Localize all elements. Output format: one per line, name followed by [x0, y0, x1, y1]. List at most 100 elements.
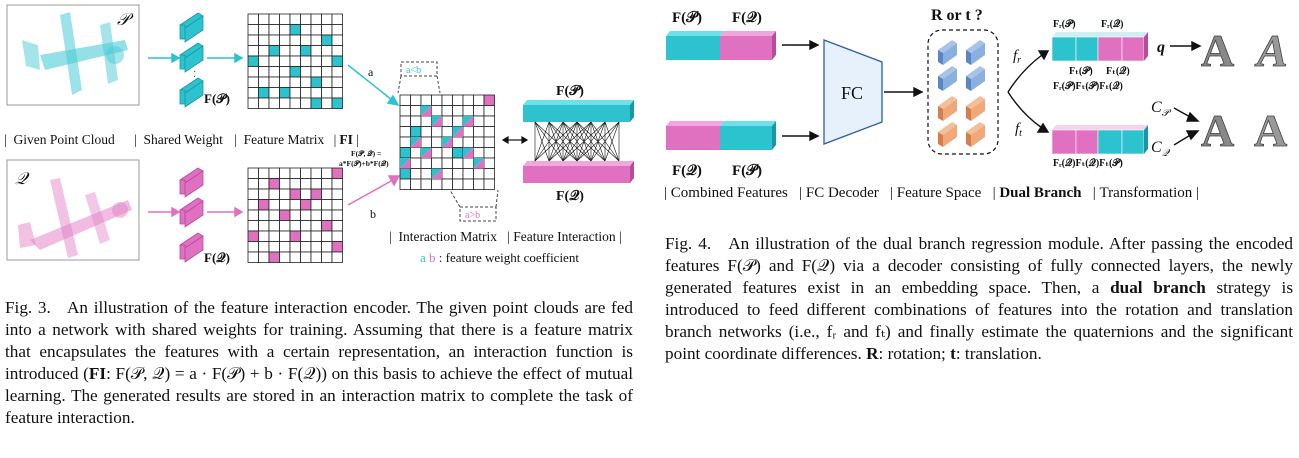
matrix-cell — [289, 45, 301, 57]
fig3-caption-fi: FI — [88, 364, 107, 383]
interaction-bar-q — [523, 161, 634, 183]
matrix-cell — [279, 24, 291, 36]
matrix-cell — [483, 126, 495, 138]
matrix-cell — [310, 66, 322, 78]
matrix-cell — [331, 167, 343, 179]
svg-text:F(𝒫): F(𝒫) — [732, 163, 762, 179]
matrix-cell — [247, 220, 259, 232]
matrix-cell — [279, 55, 291, 67]
feature-cube — [938, 66, 957, 91]
matrix-cell — [268, 209, 280, 221]
fig4-caption-text3: : rotation; — [878, 344, 951, 363]
matrix-cell — [399, 136, 411, 148]
matrix-cell — [483, 115, 495, 127]
matrix-cell — [441, 168, 453, 180]
matrix-cell — [300, 188, 312, 200]
matrix-cell — [420, 94, 432, 106]
fig3-labels-row2: | Interaction Matrix | Feature Interacti… — [389, 229, 622, 244]
svg-text:·: · — [193, 67, 196, 78]
matrix-cell — [399, 178, 411, 190]
matrix-cell — [452, 136, 464, 148]
branch-bar-rotation — [1051, 32, 1148, 62]
svg-text:F(𝒫): F(𝒫) — [672, 10, 702, 26]
matrix-cell — [258, 220, 270, 232]
matrix-cell — [300, 34, 312, 46]
feature-cube — [938, 122, 957, 147]
svg-text:A: A — [1201, 25, 1234, 76]
matrix-cell — [247, 34, 259, 46]
interaction-half-pink — [421, 147, 432, 158]
matrix-cell — [258, 45, 270, 57]
label-combined-features: Combined Features — [670, 185, 788, 201]
matrix-cell — [431, 126, 443, 138]
matrix-cell — [331, 188, 343, 200]
svg-text:F(𝒫): F(𝒫) — [204, 91, 230, 106]
matrix-cell — [247, 209, 259, 221]
matrix-cell — [268, 24, 280, 36]
matrix-cell — [300, 55, 312, 67]
svg-text:Fₜ(𝒬): Fₜ(𝒬) — [1106, 65, 1130, 77]
matrix-cell — [289, 66, 301, 78]
matrix-cell — [462, 157, 474, 169]
matrix-cell — [289, 97, 301, 109]
matrix-cell — [473, 168, 485, 180]
feature-space-box — [927, 29, 999, 155]
feature-matrix-p — [247, 13, 343, 109]
svg-text:a*F(𝒫)+b*F(𝒬): a*F(𝒫)+b*F(𝒬) — [339, 158, 389, 168]
matrix-cell — [310, 220, 322, 232]
matrix-cell — [247, 24, 259, 36]
feature-cube — [966, 66, 985, 91]
matrix-cell — [331, 97, 343, 109]
shared-weight-q — [179, 167, 204, 263]
interaction-half-pink — [400, 158, 411, 169]
matrix-cell — [279, 178, 291, 190]
matrix-cell — [399, 105, 411, 117]
matrix-cell — [410, 115, 422, 127]
matrix-cell — [258, 230, 270, 242]
matrix-cell — [279, 97, 291, 109]
fig4-caption-t: t — [950, 344, 956, 363]
matrix-cell — [300, 209, 312, 221]
matrix-cell — [268, 230, 280, 242]
matrix-cell — [247, 55, 259, 67]
label-given-point-cloud: Given Point Cloud — [13, 132, 115, 147]
matrix-cell — [321, 220, 333, 232]
matrix-cell — [279, 167, 291, 179]
point-cloud-p — [22, 12, 128, 95]
feature-cube — [938, 40, 957, 65]
matrix-cell — [279, 45, 291, 57]
matrix-cell — [300, 251, 312, 263]
matrix-cell — [289, 55, 301, 67]
matrix-cell — [331, 45, 343, 57]
matrix-cell — [331, 251, 343, 263]
matrix-cell — [321, 55, 333, 67]
matrix-cell — [410, 126, 422, 138]
matrix-cell — [310, 178, 322, 190]
matrix-cell — [462, 105, 474, 117]
fig4-caption-text4: : translation. — [955, 344, 1042, 363]
matrix-cell — [289, 178, 301, 190]
matrix-cell — [289, 251, 301, 263]
matrix-cell — [399, 168, 411, 180]
matrix-cell — [268, 66, 280, 78]
matrix-cell — [321, 97, 333, 109]
svg-text:Fᵣ(𝒬)Fₜ(𝒬)Fₜ(𝒫): Fᵣ(𝒬)Fₜ(𝒬)Fₜ(𝒫) — [1053, 157, 1123, 169]
matrix-cell — [420, 136, 432, 148]
fig3-caption-label: Fig. 3. — [5, 298, 51, 317]
matrix-cell — [300, 167, 312, 179]
matrix-cell — [310, 230, 322, 242]
matrix-cell — [310, 199, 322, 211]
svg-text:A: A — [1254, 105, 1287, 156]
matrix-cell — [247, 97, 259, 109]
label-interaction-matrix: Interaction Matrix — [398, 229, 498, 244]
matrix-cell — [420, 178, 432, 190]
matrix-cell — [300, 13, 312, 25]
matrix-cell — [258, 97, 270, 109]
matrix-cell — [268, 220, 280, 232]
fig3-caption-text2: ) on this basis to achieve the effect of… — [5, 364, 633, 427]
matrix-cell — [258, 76, 270, 88]
matrix-cell — [300, 66, 312, 78]
matrix-cell — [321, 45, 333, 57]
interaction-link — [604, 121, 620, 162]
matrix-cell — [310, 24, 322, 36]
